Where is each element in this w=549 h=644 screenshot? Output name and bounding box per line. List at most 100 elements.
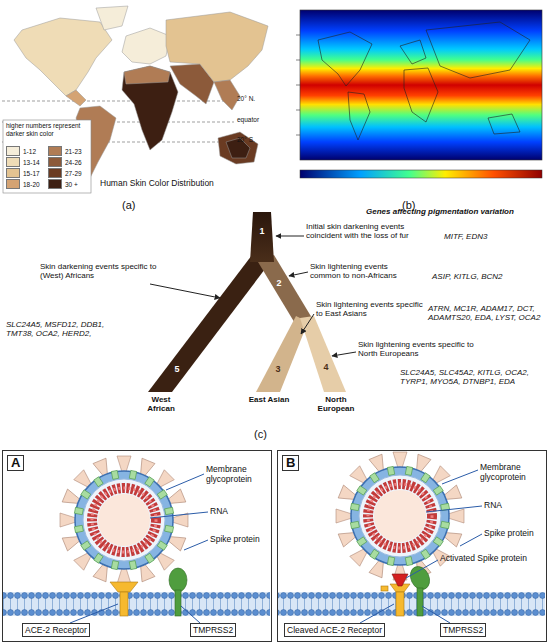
part-label: Spike protein (210, 534, 270, 544)
legend-text: 13-14 (23, 159, 40, 166)
label-leader (406, 560, 438, 578)
legend-row: 30 + (48, 179, 78, 189)
uv-heat-map (296, 35, 300, 36)
panel-letter: (c) (254, 428, 284, 441)
population-label: East Asian (246, 395, 292, 404)
ace2-receptor (396, 592, 404, 616)
uv-heat-map (404, 68, 438, 122)
label-leader (460, 534, 482, 546)
uv-heat-map (488, 114, 520, 134)
skin-color-map (124, 66, 170, 84)
cell-membrane (278, 592, 545, 616)
label-leader (422, 606, 450, 623)
legend-row: 18-20 (6, 179, 40, 189)
part-label: Membrane glycoprotein (206, 464, 270, 484)
column-heading: Genes affecting pigmentation variation (366, 207, 548, 216)
ace2-receptor (110, 582, 410, 616)
cell-membrane (3, 592, 270, 616)
leader-arrow (150, 236, 356, 356)
map-title: Human Skin Color Distribution (100, 178, 250, 188)
event-note: Skin lightening events specific to North… (358, 340, 476, 359)
skin-color-map (122, 28, 170, 64)
skin-color-map (66, 90, 86, 106)
label-leader (360, 604, 394, 623)
population-label: North European (308, 395, 364, 414)
legend-row: 1-12 (6, 146, 36, 156)
uv-heat-map (296, 135, 300, 136)
legend-swatch (6, 179, 20, 189)
part-label: Spike protein (484, 528, 544, 538)
activated-spike (392, 574, 408, 586)
legend-swatch (48, 146, 62, 156)
uv-heat-map (296, 110, 300, 111)
skin-color-map (0, 0, 276, 196)
legend-swatch (6, 168, 20, 178)
label-leader (426, 506, 482, 512)
skin-color-map (96, 6, 128, 30)
leader-arrow (332, 352, 356, 356)
part-label: TMPRSS2 (440, 623, 486, 637)
tmprss2-protein (417, 588, 423, 616)
uv-heat-map (296, 60, 300, 61)
legend-swatch (48, 157, 62, 167)
skin-color-map (166, 12, 268, 82)
legend-swatch (6, 157, 20, 167)
label-leader (166, 474, 204, 490)
label-leader (184, 540, 208, 550)
branch-number: 2 (274, 278, 284, 289)
legend-text: 21-23 (65, 148, 82, 155)
label-leader (181, 606, 200, 623)
panel-label: A (7, 455, 24, 471)
population-label: West African (138, 395, 184, 414)
legend-swatch (6, 146, 20, 156)
uv-heat-map (426, 22, 530, 78)
ace2-receptor (110, 582, 138, 592)
skin-color-map (214, 80, 240, 110)
tmprss2-protein (169, 568, 187, 592)
legend-heading: higher numbers represent darker skin col… (6, 122, 88, 137)
branch-number: 5 (172, 364, 182, 375)
label-leader (70, 470, 482, 623)
gene-list: ASIP, KITLG, BCN2 (432, 272, 547, 281)
uv-heat-map (300, 170, 542, 178)
label-leader (70, 604, 118, 623)
gene-list: ATRN, MC1R, ADAM17, DCT, ADAMTS20, EDA, … (428, 304, 548, 323)
uv-heat-map (296, 10, 542, 178)
uv-heat-map (400, 40, 426, 64)
legend-text: 1-12 (23, 148, 36, 155)
pigmentation-tree (256, 316, 308, 392)
part-label: RNA (484, 500, 524, 510)
uv-heat-map (348, 92, 370, 140)
cell-membrane (3, 592, 270, 616)
gene-list: SLC24A5, MSFD12, DDB1, TMT38, OCA2, HERD… (6, 320, 118, 339)
pigmentation-tree (250, 212, 274, 262)
part-label: ACE-2 Receptor (22, 623, 90, 637)
ace2-receptor (381, 586, 388, 591)
cell-membrane (3, 592, 545, 616)
latitude-label: equator (237, 116, 275, 124)
branch-number: 3 (273, 364, 283, 375)
skin-color-map (0, 0, 276, 196)
pigmentation-tree (258, 255, 312, 325)
virus-particle (60, 456, 188, 584)
event-note: Initial skin darkening events coincident… (306, 222, 438, 241)
legend-text: 15-17 (23, 170, 40, 177)
cell-membrane (278, 592, 545, 616)
skin-color-map (122, 66, 178, 150)
legend-text: 18-20 (23, 181, 40, 188)
leader-arrow (301, 314, 314, 334)
label-leader (442, 470, 478, 484)
legend-row: 27-29 (48, 168, 82, 178)
legend-row: 13-14 (6, 157, 40, 167)
ace2-receptor (120, 592, 128, 616)
uv-heat-map (318, 32, 372, 86)
part-label: Activated Spike protein (440, 553, 545, 563)
legend-text: 24-26 (65, 159, 82, 166)
latitude-label: 20° N. (237, 95, 275, 103)
part-label: Membrane glycoprotein (480, 462, 544, 482)
legend-row: 24-26 (48, 157, 82, 167)
leader-arrow (276, 236, 304, 237)
skin-color-map (14, 6, 268, 178)
gene-list: SLC24A5, SLC45A2, KITLG, OCA2, TYRP1, MY… (400, 368, 548, 387)
